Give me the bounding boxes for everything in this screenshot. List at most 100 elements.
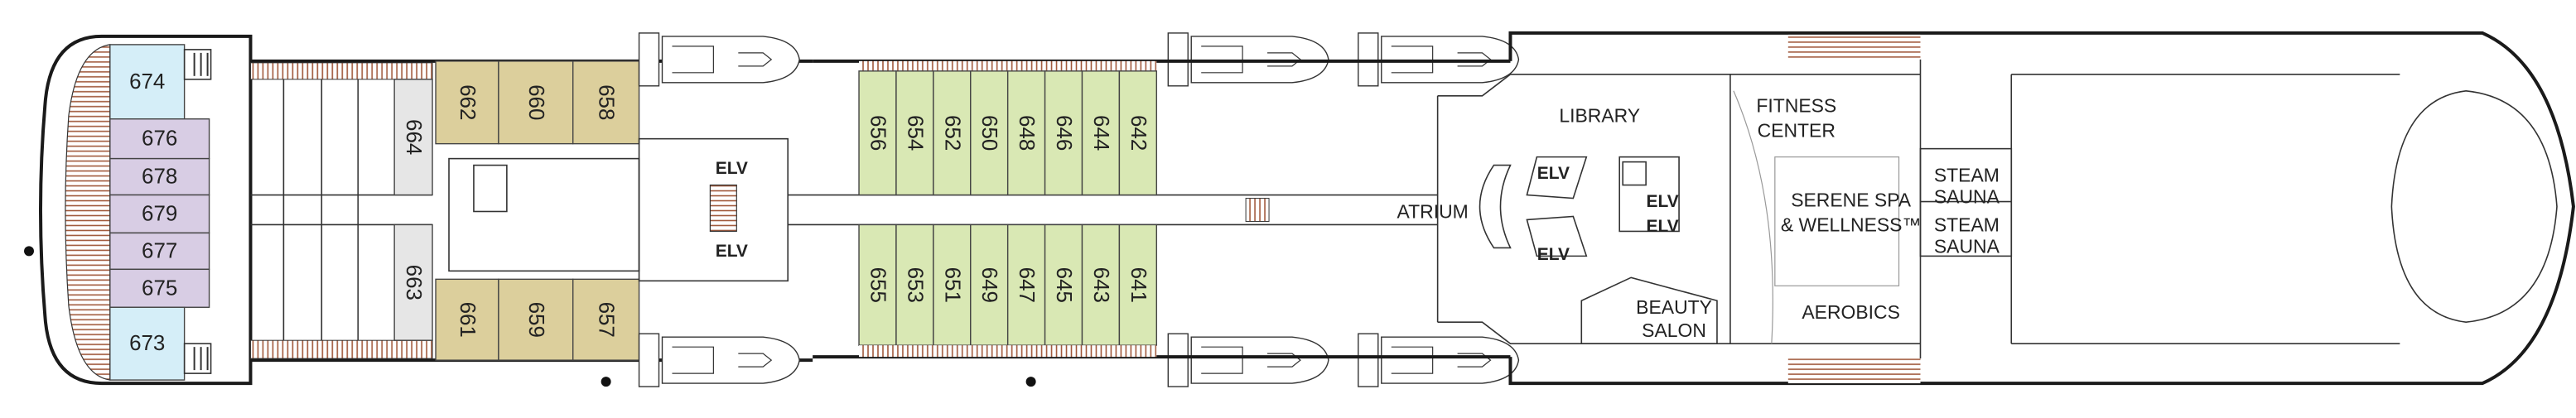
venue-library[interactable]: LIBRARY xyxy=(1559,105,1640,127)
cabin-661[interactable]: 661 xyxy=(435,278,499,361)
elevator-label: ELV xyxy=(1537,245,1570,264)
cabin-area xyxy=(109,44,186,120)
cabin-area xyxy=(1044,223,1083,346)
cabin-area xyxy=(109,118,210,160)
cabin-657[interactable]: 657 xyxy=(572,278,640,361)
elevator-label: ELV xyxy=(1647,217,1679,236)
marker-dot xyxy=(24,246,34,257)
cabin-area xyxy=(498,278,574,361)
cabin-679[interactable]: 679 xyxy=(109,194,210,234)
cabin-656[interactable]: 656 xyxy=(858,70,897,196)
cabin-number: 661 xyxy=(456,302,479,338)
beauty-line-2: SALON xyxy=(1642,320,1706,341)
cabin-648[interactable]: 648 xyxy=(1006,70,1046,196)
stern-deck-wood xyxy=(65,44,111,381)
cabin-area xyxy=(572,278,640,361)
deck-wood xyxy=(859,60,1157,71)
cabin-area xyxy=(858,70,897,196)
beauty-line-1: BEAUTY xyxy=(1636,296,1712,318)
cabin-number: 677 xyxy=(142,239,177,262)
venue-aerobics[interactable]: AEROBICS xyxy=(1802,301,1900,323)
cabin-655[interactable]: 655 xyxy=(858,223,897,346)
cabin-650[interactable]: 650 xyxy=(970,70,1009,196)
cabin-area xyxy=(933,70,972,196)
cabin-number: 653 xyxy=(903,267,926,303)
cabin-number: 676 xyxy=(142,127,177,151)
cabin-659[interactable]: 659 xyxy=(498,278,574,361)
cabin-660[interactable]: 660 xyxy=(498,60,574,145)
cabin-646[interactable]: 646 xyxy=(1044,70,1083,196)
cabin-664[interactable]: 664 xyxy=(393,79,433,196)
cabin-number: 647 xyxy=(1015,267,1038,303)
elevator-label: ELV xyxy=(716,159,748,178)
cabin-654[interactable]: 654 xyxy=(895,70,934,196)
cabin-number: 675 xyxy=(142,276,177,300)
cabin-658[interactable]: 658 xyxy=(572,60,640,145)
cabin-area xyxy=(109,157,210,196)
fitness-line-2: CENTER xyxy=(1758,120,1836,142)
cabin-674[interactable]: 674 xyxy=(109,44,186,120)
cabin-number: 648 xyxy=(1015,115,1038,151)
spa-line-1: SERENE SPA xyxy=(1791,190,1912,211)
cabin-area xyxy=(1118,223,1158,346)
cabin-662[interactable]: 662 xyxy=(435,60,499,145)
cabin-644[interactable]: 644 xyxy=(1081,70,1121,196)
cabin-675[interactable]: 675 xyxy=(109,268,210,308)
cabin-649[interactable]: 649 xyxy=(970,223,1009,346)
deck-wood xyxy=(859,345,1157,358)
cabin-651[interactable]: 651 xyxy=(933,223,972,346)
cabin-652[interactable]: 652 xyxy=(933,70,972,196)
lifeboat xyxy=(638,32,800,87)
cabin-number: 651 xyxy=(940,267,963,303)
elevator-label: ELV xyxy=(1537,164,1570,183)
cabin-number: 641 xyxy=(1126,267,1150,303)
cabin-643[interactable]: 643 xyxy=(1081,223,1121,346)
cabin-677[interactable]: 677 xyxy=(109,232,210,271)
cabin-number: 678 xyxy=(142,166,177,189)
cabin-645[interactable]: 645 xyxy=(1044,223,1083,346)
cabin-647[interactable]: 647 xyxy=(1006,223,1046,346)
cabin-number: 662 xyxy=(456,84,479,120)
cabin-number: 650 xyxy=(977,115,1001,151)
forward-deck-wood-bottom xyxy=(1787,358,1921,384)
cabin-number: 655 xyxy=(866,267,889,303)
steam2-line-2: SAUNA xyxy=(1934,235,2000,257)
cabin-area xyxy=(1118,70,1158,196)
venue-atrium[interactable]: ATRIUM xyxy=(1397,200,1469,222)
cabin-area xyxy=(435,278,499,361)
cabin-number: 658 xyxy=(595,84,618,120)
cabin-673[interactable]: 673 xyxy=(109,306,186,381)
cabin-area xyxy=(970,223,1009,346)
cabin-number: 649 xyxy=(977,267,1001,303)
cabin-642[interactable]: 642 xyxy=(1118,70,1158,196)
cabin-678[interactable]: 678 xyxy=(109,157,210,196)
cabin-676[interactable]: 676 xyxy=(109,118,210,160)
cabin-number: 659 xyxy=(524,302,548,338)
cabin-641[interactable]: 641 xyxy=(1118,223,1158,346)
venue-serene-spa[interactable]: SERENE SPA& WELLNESS™ xyxy=(1781,190,1922,236)
cabin-area xyxy=(895,70,934,196)
stairs-icon xyxy=(183,343,212,374)
cabin-number: 654 xyxy=(903,115,926,151)
cabin-area xyxy=(393,223,433,341)
marker-dot xyxy=(601,377,611,387)
cabin-number: 642 xyxy=(1126,115,1150,151)
cabin-653[interactable]: 653 xyxy=(895,223,934,346)
lifeboat xyxy=(1358,333,1520,387)
cabin-663[interactable]: 663 xyxy=(393,223,433,341)
steam2-line-1: STEAM xyxy=(1934,214,2000,235)
stern-section: 674 676 678 679 677 675 673 xyxy=(39,34,253,386)
forward-deck-wood-top xyxy=(1787,34,1921,60)
cabin-area xyxy=(498,60,574,145)
cabin-number: 663 xyxy=(402,265,425,300)
cabin-area xyxy=(435,60,499,145)
cabin-area xyxy=(1081,223,1121,346)
cabin-area xyxy=(109,194,210,234)
cabin-area xyxy=(933,223,972,346)
